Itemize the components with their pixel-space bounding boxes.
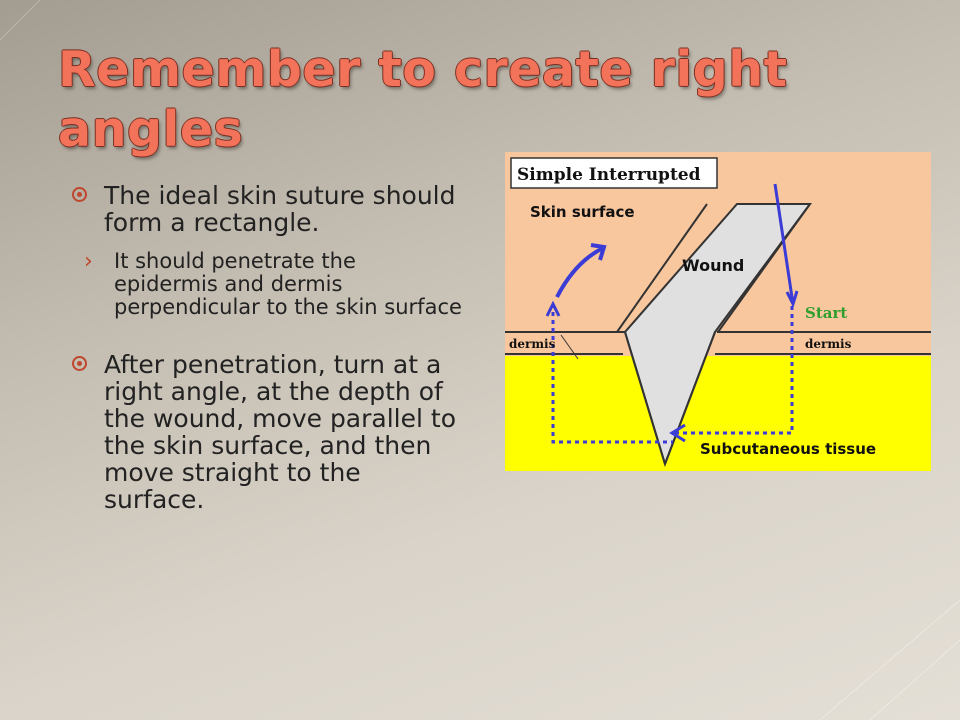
- sub-bullet-text: It should penetrate the epidermis and de…: [114, 249, 462, 319]
- skin-surface-label: Skin surface: [530, 203, 635, 221]
- needle-start-line: [773, 183, 795, 305]
- bullet-text: After penetration, turn at a right angle…: [104, 350, 456, 514]
- suture-path: [551, 304, 673, 444]
- diagram-title-box: [510, 157, 718, 189]
- bullet-list: The ideal skin suture should form a rect…: [72, 182, 462, 527]
- suture-diagram: Simple Interrupted Skin surface Wound St…: [505, 152, 931, 471]
- slide-title: Remember to create right angles: [58, 41, 788, 158]
- dermis-right-label: dermis: [805, 337, 852, 351]
- wound-label: Wound: [682, 256, 744, 275]
- exit-arrow: [555, 246, 604, 298]
- bullet-icon: [72, 187, 87, 202]
- diagram-title: Simple Interrupted: [517, 165, 701, 185]
- subcutaneous-layer: [505, 356, 931, 471]
- bullet-item: The ideal skin suture should form a rect…: [72, 182, 462, 236]
- start-label: Start: [805, 304, 847, 322]
- dermis-left-label: dermis: [509, 337, 556, 351]
- bullet-icon: [72, 356, 87, 371]
- subcutaneous-label: Subcutaneous tissue: [700, 440, 876, 458]
- bullet-text: The ideal skin suture should form a rect…: [104, 181, 456, 237]
- sub-bullet-item: › It should penetrate the epidermis and …: [72, 250, 462, 319]
- bullet-item: After penetration, turn at a right angle…: [72, 351, 462, 513]
- chevron-right-icon: ›: [84, 249, 93, 274]
